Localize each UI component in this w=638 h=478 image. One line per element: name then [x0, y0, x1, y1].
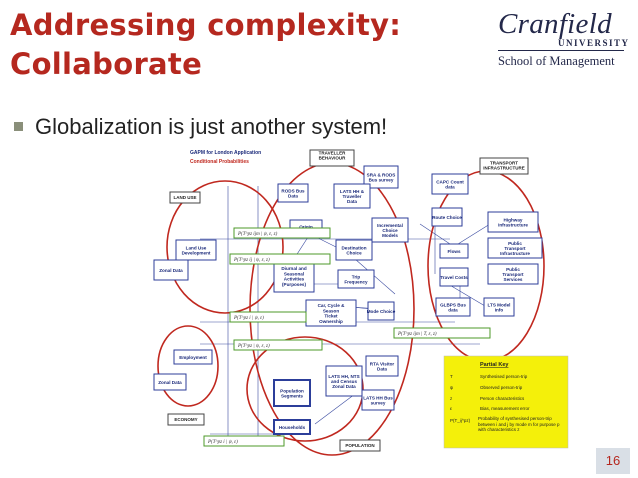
diagram-title: GAPM for London Application	[190, 150, 261, 156]
svg-text:P(T^pz i | ψ, ε): P(T^pz i | ψ, ε)	[233, 316, 264, 321]
key-symbol: P(T_ij^pz)	[450, 418, 471, 423]
svg-text:Route Choice: Route Choice	[432, 215, 462, 220]
key-title: Partial Key	[480, 362, 509, 368]
bullet-item: Globalization is just another system!	[14, 114, 387, 140]
key-symbol: T	[450, 374, 453, 379]
key-symbol: ψ	[450, 385, 453, 390]
node-economy: ECONOMY	[167, 413, 205, 426]
svg-text:P(T^pz ijm | ψ, ε, z): P(T^pz ijm | ψ, ε, z)	[237, 232, 278, 237]
slide-title: Addressing complexity: Collaborate	[10, 8, 402, 81]
logo-wordmark: Cranfield	[498, 8, 612, 40]
node-population: POPULATION	[339, 439, 381, 452]
svg-text:Mode Choice: Mode Choice	[367, 309, 396, 314]
key-text: Person characteristics	[480, 396, 525, 401]
formula-boxes: P(T^pz ijm | ψ, ε, z) P(T^pz ij | ψ, ε, …	[203, 227, 491, 447]
key-text: Bias, measurement error	[480, 406, 530, 411]
svg-text:P(T^pz ijm | T, ε, z): P(T^pz ijm | T, ε, z)	[397, 332, 437, 337]
svg-text:P(T^pz i | ψ, ε): P(T^pz i | ψ, ε)	[207, 440, 238, 445]
partial-key: Partial Key T Synthesised person-trip ψ …	[443, 355, 569, 449]
bullet-text: Globalization is just another system!	[35, 114, 388, 139]
logo-university: UNIVERSITY	[558, 38, 630, 48]
svg-text:Households: Households	[279, 425, 306, 430]
node-flows: Flows	[439, 243, 469, 259]
logo-school: School of Management	[498, 54, 615, 68]
key-text: Synthesised person-trip	[480, 374, 528, 379]
svg-text:Zonal Data: Zonal Data	[158, 380, 182, 385]
svg-text:P(T^pz ij | ψ, ε, z): P(T^pz ij | ψ, ε, z)	[233, 258, 270, 263]
key-text: Probability of synthesised person-trip b…	[478, 416, 560, 432]
node-land-use: LAND USE	[169, 191, 201, 204]
svg-text:LAND USE: LAND USE	[173, 195, 196, 200]
svg-text:Zonal Data: Zonal Data	[159, 268, 183, 273]
key-symbol: z	[450, 396, 453, 401]
cranfield-logo: Cranfield UNIVERSITY School of Managemen…	[496, 8, 628, 70]
key-text: Observed person-trip	[480, 385, 523, 390]
node-zonal-data-2: Zonal Data	[153, 373, 187, 391]
node-travel-costs: Travel Costs	[439, 267, 469, 287]
svg-text:Employment: Employment	[179, 355, 207, 360]
key-symbol: ε	[450, 406, 452, 411]
page-number: 16	[596, 448, 630, 474]
diagram-subtitle: Conditional Probabilities	[190, 159, 249, 165]
node-households: Households	[273, 419, 311, 435]
logo-rule	[498, 50, 624, 51]
node-zonal-data-1: Zonal Data	[153, 259, 189, 281]
node-route-choice: Route Choice	[431, 207, 463, 227]
svg-text:Flows: Flows	[447, 249, 460, 254]
svg-text:ECONOMY: ECONOMY	[174, 417, 197, 422]
svg-text:P(T^pz | ψ, ε, z): P(T^pz | ψ, ε, z)	[237, 344, 270, 349]
node-employment: Employment	[173, 349, 213, 365]
node-mode-choice: Mode Choice	[367, 301, 396, 321]
bullet-square-icon	[14, 122, 23, 131]
svg-text:Travel Costs: Travel Costs	[440, 275, 468, 280]
svg-text:POPULATION: POPULATION	[345, 443, 374, 448]
gapm-diagram: .nd { fill:#ffffff; stroke:#2c3e9a; stro…	[153, 149, 569, 456]
